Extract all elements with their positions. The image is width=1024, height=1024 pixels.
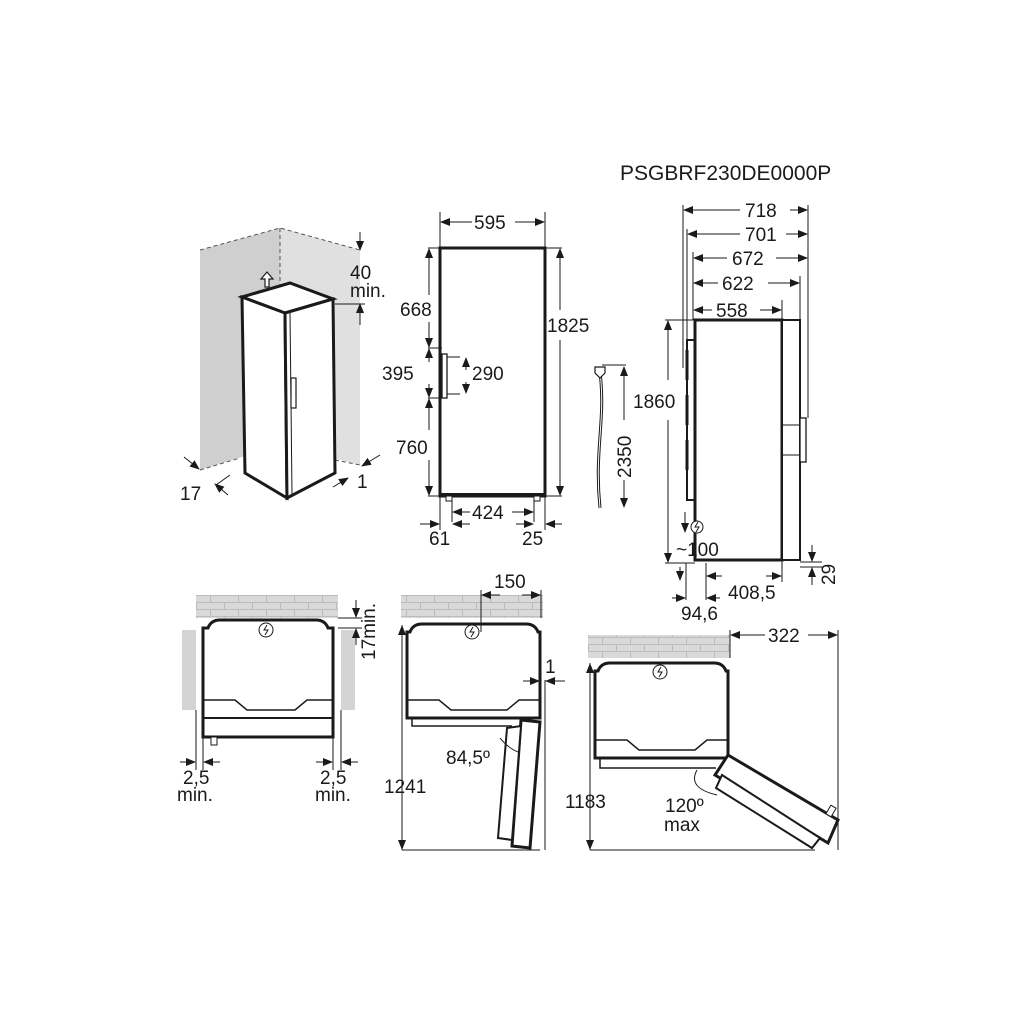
- bottom-gap-label: 29: [819, 564, 840, 585]
- right-foot-offset-label: 25: [522, 529, 543, 550]
- left-foot-offset-label: 61: [429, 529, 450, 550]
- door-overhang-label: 322: [768, 626, 800, 647]
- top-view-door-open-120: 322 120º max 1183: [565, 626, 840, 851]
- cable-view: 2350: [594, 364, 636, 509]
- angle-84-label: 84,5º: [446, 748, 490, 769]
- depth-701-label: 701: [745, 225, 777, 246]
- back-clearance-label: 17min.: [359, 603, 380, 660]
- cable-length-label: 2350: [615, 436, 636, 478]
- socket-offset-label: ~100: [676, 540, 719, 561]
- top-view-recessed: 17min. 2,5 min. 2,5 min.: [177, 595, 380, 806]
- handle-zone-label: 395: [382, 364, 414, 385]
- top-clearance-label: 40: [350, 263, 371, 284]
- foot-offset-label: 94,6: [681, 604, 718, 625]
- plug-icon: [594, 366, 606, 379]
- model-number: PSGBRF230DE0000P: [620, 162, 831, 185]
- angle-120-label: 120º: [665, 796, 704, 817]
- front-view: 595 1825 668 395 760 290 424: [382, 212, 589, 550]
- left-clearance-label: 2,5: [183, 768, 209, 789]
- handle-length-label: 290: [472, 364, 504, 385]
- depth-718-label: 718: [745, 201, 777, 222]
- up-arrow-icon: [259, 271, 275, 288]
- left-clearance-unit: min.: [177, 785, 213, 806]
- foot-depth-label: 408,5: [728, 583, 776, 604]
- top-clearance-unit: min.: [350, 281, 386, 302]
- depth-558-label: 558: [716, 301, 748, 322]
- width-label: 595: [474, 213, 506, 234]
- angle-120-unit: max: [664, 815, 700, 836]
- feet-span-label: 424: [472, 503, 504, 524]
- handle-bottom-label: 760: [396, 438, 428, 459]
- right-clearance-unit: min.: [315, 785, 351, 806]
- depth-622-label: 622: [722, 274, 754, 295]
- height-1860-label: 1860: [633, 392, 675, 413]
- wall-offset-label: 150: [494, 572, 526, 593]
- total-depth-1183-label: 1183: [565, 792, 606, 813]
- right-clearance-label: 2,5: [320, 768, 346, 789]
- side-clearance-right-label: 1: [357, 472, 368, 493]
- total-depth-1241-label: 1241: [384, 777, 426, 798]
- side-gap-label: 1: [545, 657, 556, 678]
- handle-top-label: 668: [400, 300, 432, 321]
- depth-672-label: 672: [732, 249, 764, 270]
- side-clearance-left-label: 17: [180, 484, 201, 505]
- installation-3d-view: 40 min. 17 1: [180, 227, 386, 505]
- side-view: 718 701 672 622 558 1860 ~100 408,5 94,6: [633, 201, 840, 625]
- height-label: 1825: [547, 316, 589, 337]
- top-view-door-open-90: 150 1 84,5º 1241: [384, 572, 565, 851]
